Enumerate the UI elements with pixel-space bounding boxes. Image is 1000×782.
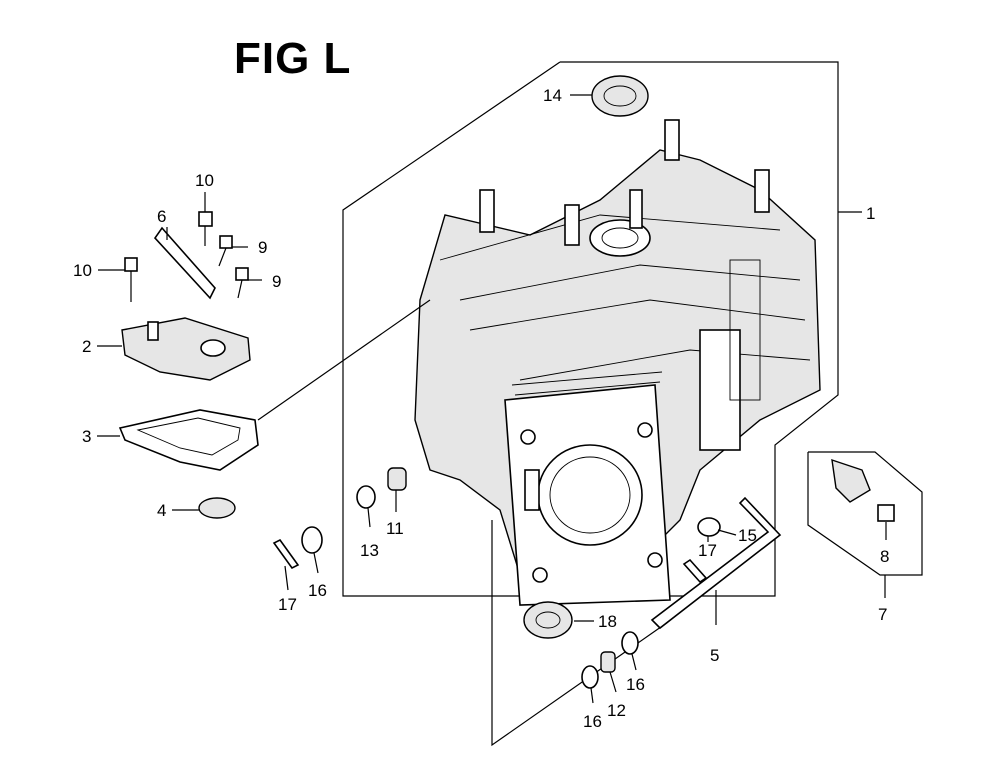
callout-4: 4 (157, 501, 166, 520)
callout-10-lower: 10 (73, 261, 92, 280)
reed-valve (153, 226, 216, 300)
callout-12: 12 (607, 701, 626, 720)
callout-3: 3 (82, 427, 91, 446)
assembly-outline (342, 61, 839, 597)
leader-lines (97, 94, 887, 704)
callout-9-upper: 9 (258, 238, 267, 257)
callout-16-right: 16 (626, 675, 645, 694)
crankcase-body (414, 119, 821, 606)
breather-plate (198, 497, 236, 519)
callout-10-upper: 10 (195, 171, 214, 190)
oil-sensor (831, 458, 895, 522)
small-parts (272, 75, 782, 689)
callout-6: 6 (157, 207, 166, 226)
bolts-top (124, 211, 249, 302)
breather-gasket (118, 409, 259, 471)
callout-11: 11 (386, 519, 404, 538)
callout-8: 8 (880, 547, 889, 566)
callout-labels: 1 2 3 4 5 6 7 8 9 9 10 10 11 12 13 14 15… (73, 86, 889, 731)
callout-17-left: 17 (278, 595, 297, 614)
callout-15: 15 (738, 526, 757, 545)
callout-16-left: 16 (308, 581, 327, 600)
callout-14: 14 (543, 86, 562, 105)
callout-5: 5 (710, 646, 719, 665)
figure-title: FIG L (234, 34, 352, 83)
callout-2: 2 (82, 337, 91, 356)
callout-7: 7 (878, 605, 887, 624)
callout-9-lower: 9 (272, 272, 281, 291)
subbox-outline (807, 451, 923, 576)
callout-16-bottom: 16 (583, 712, 602, 731)
callout-1: 1 (866, 204, 875, 223)
breather-cover (121, 317, 251, 381)
callout-18: 18 (598, 612, 617, 631)
callout-13: 13 (360, 541, 379, 560)
callout-17-right: 17 (698, 541, 717, 560)
